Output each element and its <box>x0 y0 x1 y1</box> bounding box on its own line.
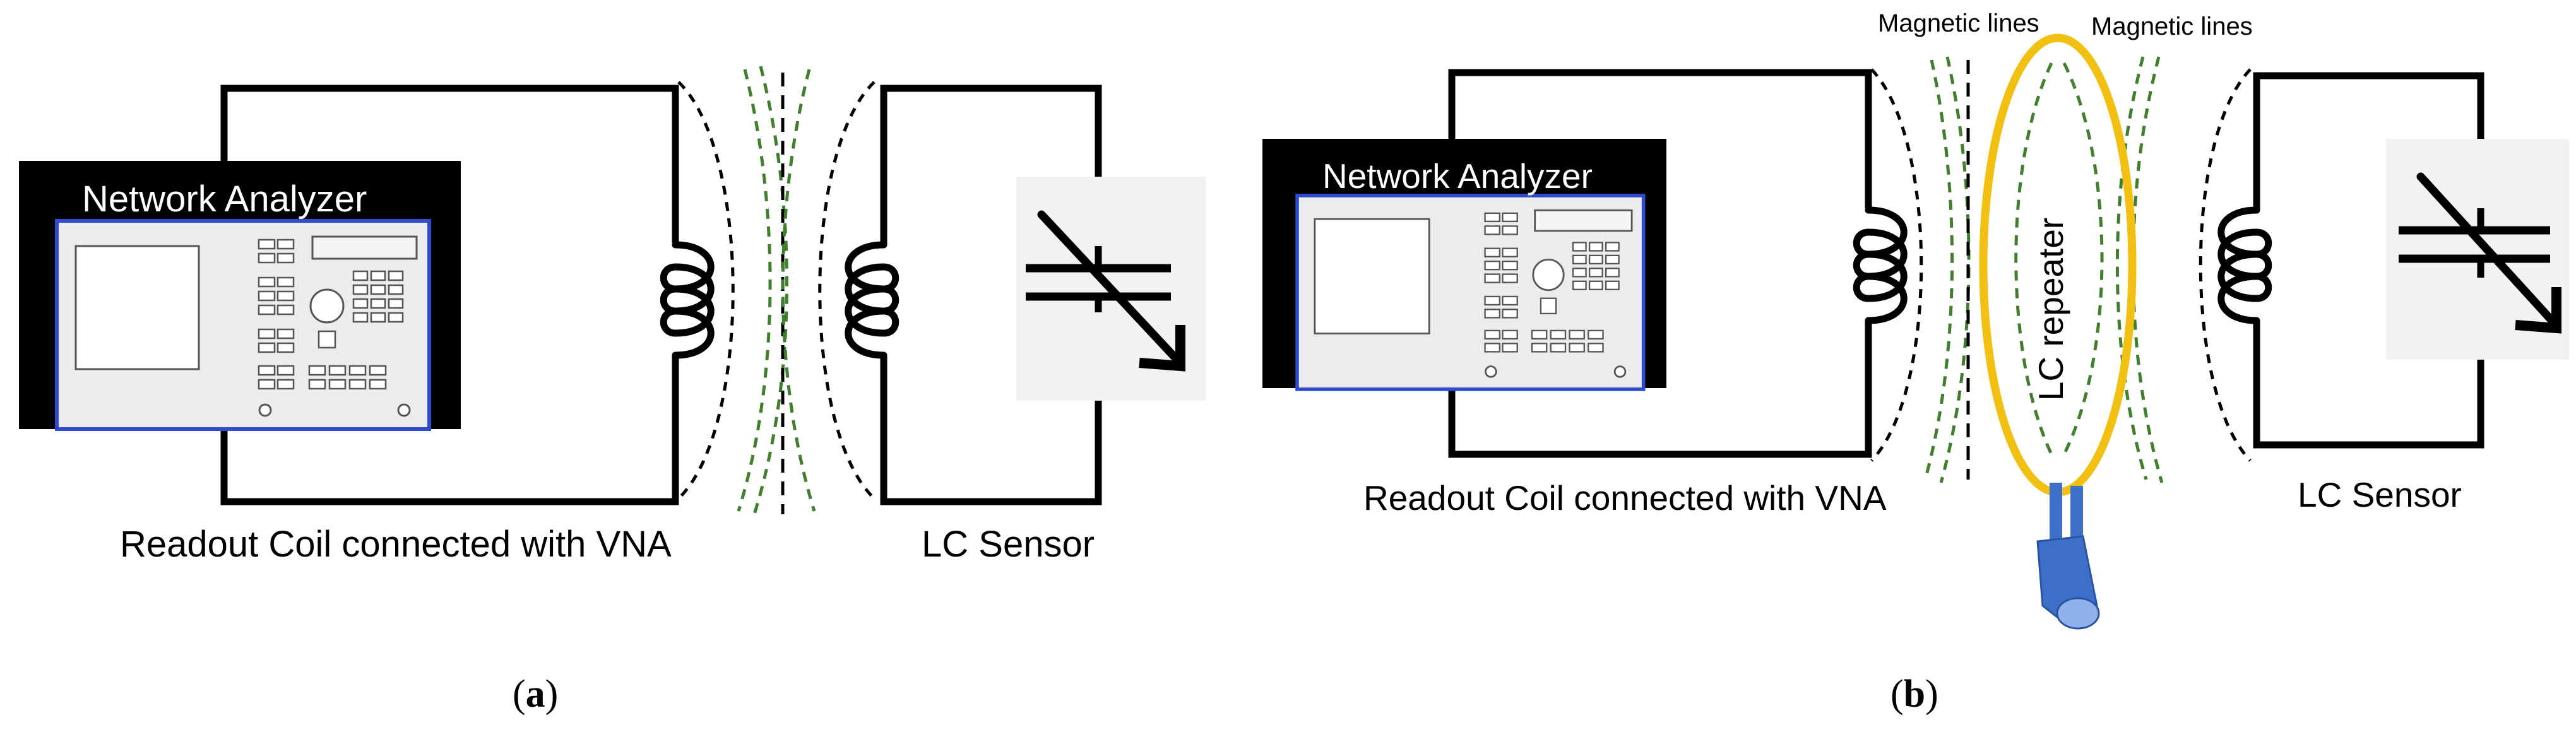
readout-coil-icon <box>663 221 711 379</box>
magnetic-lines-label-right: Magnetic lines <box>2091 13 2253 40</box>
panel-a: Network Analyzer <box>19 66 1206 716</box>
caption-b: (b) <box>1890 673 1938 716</box>
probe-icon <box>2036 483 2100 630</box>
panel-b: Network Analyzer LC repeater <box>1262 9 2569 716</box>
network-analyzer-icon <box>19 161 461 429</box>
readout-coil-icon-b <box>1856 189 1904 341</box>
variable-capacitor-icon <box>1016 177 1206 401</box>
sensor-coil-icon-b <box>2221 210 2269 321</box>
variable-capacitor-icon-b <box>2386 139 2569 360</box>
instrument-label-b: Network Analyzer <box>1322 156 1593 196</box>
caption-a-open: ( <box>513 673 526 716</box>
caption-a-letter: a <box>526 673 545 716</box>
coupling-field-lines <box>677 66 875 515</box>
readout-circuit-wires-b <box>1448 69 1872 458</box>
network-analyzer-icon-b <box>1262 139 1666 389</box>
caption-b-open: ( <box>1890 673 1904 716</box>
coupling-field-lines-b <box>1870 56 2252 483</box>
caption-a-close: ) <box>545 673 559 716</box>
readout-coil-label-b: Readout Coil connected with VNA <box>1363 478 1887 517</box>
magnetic-lines-label-left: Magnetic lines <box>1878 9 2039 37</box>
caption-a: (a) <box>513 673 558 716</box>
lc-sensor-label: LC Sensor <box>922 524 1095 565</box>
lc-repeater-label: LC repeater <box>2031 218 2070 401</box>
lc-sensor-circuit <box>848 85 1102 505</box>
caption-b-close: ) <box>1925 673 1938 716</box>
sensor-coil-icon <box>848 245 896 355</box>
lc-sensor-label-b: LC Sensor <box>2298 475 2462 514</box>
caption-b-letter: b <box>1904 673 1925 716</box>
readout-coil-label: Readout Coil connected with VNA <box>120 524 672 565</box>
svg-text:(a): (a) <box>513 673 558 716</box>
svg-text:(b): (b) <box>1890 673 1938 716</box>
instrument-label: Network Analyzer <box>82 179 367 220</box>
